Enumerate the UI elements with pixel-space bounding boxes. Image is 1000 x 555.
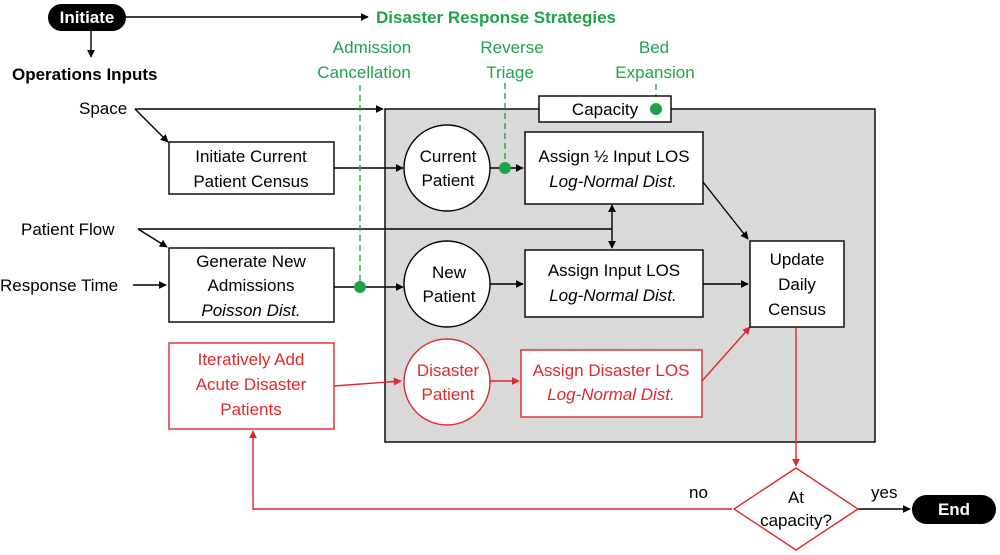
strategy-bed-line2: Expansion [615, 63, 694, 82]
new-patient-line2: Patient [423, 287, 476, 306]
connectors [87, 13, 911, 513]
assign-half-los-dist: Log-Normal Dist. [549, 172, 677, 191]
strategy-triage-line1: Reverse [480, 38, 543, 57]
capacity-box: Capacity [538, 95, 672, 123]
decision-line1: At [788, 488, 804, 507]
assign-input-los-label: Assign Input LOS [548, 261, 680, 280]
input-response-time: Response Time [0, 276, 118, 295]
assign-half-los-box: Assign ½ Input LOS Log-Normal Dist. [524, 131, 704, 205]
new-patient-line1: New [432, 263, 467, 282]
arrow-adddisaster-to-disasterpatient [333, 377, 402, 387]
disaster-patient-line1: Disaster [417, 361, 480, 380]
current-patient-circle: Current Patient [403, 124, 491, 212]
capacity-decision: At capacity? [732, 467, 860, 551]
update-census-line2: Daily [778, 275, 816, 294]
current-patient-line2: Patient [422, 171, 475, 190]
arrow-decision-no-loop [249, 430, 732, 510]
strategy-dot-admission [354, 281, 366, 293]
disaster-patient-line2: Patient [422, 385, 475, 404]
end-terminal: End [912, 495, 996, 524]
assign-input-los-box: Assign Input LOS Log-Normal Dist. [524, 249, 704, 318]
strategy-triage-line2: Triage [486, 63, 534, 82]
decision-no-label: no [689, 483, 708, 502]
decision-line2: capacity? [760, 511, 832, 530]
arrow-disasterlos-to-update [701, 326, 751, 382]
input-patient-flow: Patient Flow [21, 220, 115, 239]
update-census-box: Update Daily Census [749, 240, 845, 328]
disaster-patient-circle: Disaster Patient [403, 338, 491, 426]
initiate-census-box: Initiate Current Patient Census [168, 141, 335, 195]
initiate-terminal: Initiate [48, 4, 126, 31]
capacity-label: Capacity [572, 100, 639, 119]
assign-half-los-label: Assign ½ Input LOS [538, 147, 689, 166]
assign-disaster-los-dist: Log-Normal Dist. [547, 385, 675, 404]
initiate-census-line1: Initiate Current [195, 147, 307, 166]
current-patient-line1: Current [420, 147, 477, 166]
strategies-heading: Disaster Response Strategies [376, 8, 616, 27]
arrow-space-to-census [134, 108, 169, 143]
arrow-patientflow-to-generate [137, 228, 168, 248]
assign-disaster-los-box: Assign Disaster LOS Log-Normal Dist. [520, 349, 703, 418]
add-disaster-line2: Acute Disaster [196, 375, 307, 394]
add-disaster-patients-box: Iteratively Add Acute Disaster Patients [168, 342, 335, 430]
operations-inputs-heading: Operations Inputs [12, 65, 157, 84]
assign-input-los-dist: Log-Normal Dist. [549, 286, 677, 305]
add-disaster-line1: Iteratively Add [198, 350, 305, 369]
new-patient-circle: New Patient [403, 240, 491, 328]
strategy-admission-line2: Cancellation [317, 63, 411, 82]
initiate-label: Initiate [60, 8, 115, 27]
generate-admissions-line2: Admissions [208, 276, 295, 295]
arrow-halflos-to-update [702, 181, 749, 240]
decision-yes-label: yes [871, 483, 897, 502]
generate-admissions-box: Generate New Admissions Poisson Dist. [168, 247, 335, 323]
input-space: Space [79, 99, 127, 118]
generate-admissions-line1: Generate New [196, 252, 306, 271]
update-census-line3: Census [768, 300, 826, 319]
strategy-bed-line1: Bed [639, 38, 669, 57]
initiate-census-line2: Patient Census [193, 172, 308, 191]
update-census-line1: Update [770, 250, 825, 269]
add-disaster-line3: Patients [220, 400, 281, 419]
strategy-dot-triage [499, 162, 511, 174]
generate-admissions-dist: Poisson Dist. [201, 301, 300, 320]
strategy-admission-line1: Admission [333, 38, 411, 57]
end-label: End [938, 500, 970, 519]
strategy-dot-bed [650, 103, 662, 115]
assign-disaster-los-label: Assign Disaster LOS [533, 361, 690, 380]
